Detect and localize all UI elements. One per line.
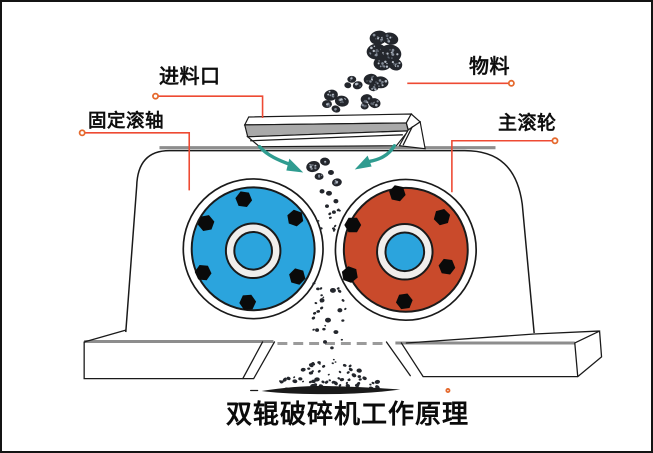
leader-dot-feed bbox=[152, 92, 159, 100]
flow-arrow-right-icon bbox=[354, 144, 397, 170]
label-fixed-roller: 固定滚轴 bbox=[88, 110, 165, 131]
feed-hopper bbox=[243, 113, 426, 150]
hopper-funnel bbox=[246, 130, 410, 148]
flow-arrow-left-icon bbox=[257, 145, 304, 173]
leader-dot-fixed bbox=[78, 129, 86, 137]
leader-dot-main bbox=[551, 137, 559, 145]
leader-main-roller bbox=[451, 139, 555, 193]
crushed-material-falling-below bbox=[315, 287, 343, 350]
fine-particles-lower bbox=[311, 282, 347, 341]
stray-dot bbox=[445, 388, 451, 394]
label-feed-inlet: 进料口 bbox=[159, 66, 221, 88]
label-material: 物料 bbox=[469, 56, 510, 78]
leader-dot-material bbox=[507, 79, 515, 87]
hopper-right-bracket bbox=[398, 120, 426, 150]
diagram-title: 双辊破碎机工作原理 bbox=[226, 399, 470, 429]
leader-lines bbox=[78, 79, 559, 394]
label-main-roller: 主滚轮 bbox=[498, 113, 557, 134]
pile-ground-shadow bbox=[261, 385, 401, 395]
machine-base bbox=[83, 329, 603, 380]
base-left-outline bbox=[83, 329, 276, 380]
leader-feed-inlet bbox=[155, 95, 264, 118]
material-falling-between-rollers bbox=[306, 157, 342, 214]
main-roller-right bbox=[334, 178, 478, 322]
fine-particles-upper bbox=[317, 208, 341, 232]
fixed-roller-left bbox=[182, 178, 324, 320]
base-right-outline bbox=[385, 330, 603, 378]
raw-material-rocks bbox=[322, 30, 403, 113]
hopper-bracket-hatch bbox=[402, 126, 413, 146]
leader-fixed-roller bbox=[82, 132, 191, 191]
left-roller-hub-core bbox=[233, 230, 273, 271]
right-roller-hub-core bbox=[384, 231, 426, 273]
hopper-funnel-rule bbox=[250, 134, 403, 142]
